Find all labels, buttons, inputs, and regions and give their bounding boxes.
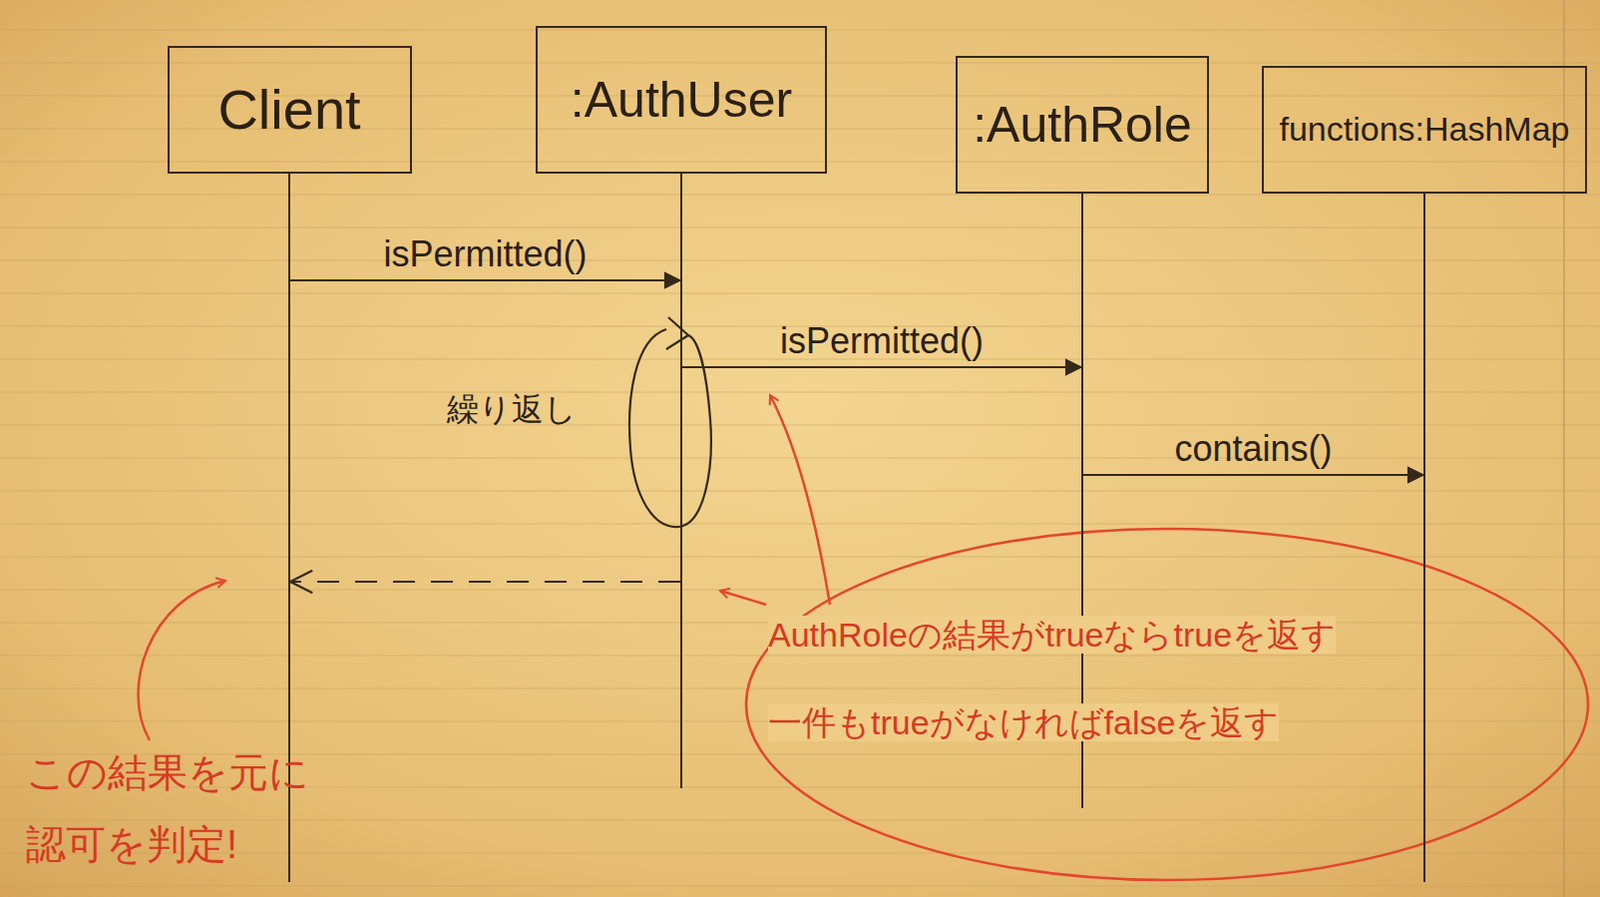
note-box: AuthRoleの結果がtrueならtrueを返す 一件もtrueがなければfa… — [768, 590, 1487, 767]
return-message — [290, 580, 681, 583]
lifeline-head-box: :AuthUser — [535, 25, 827, 174]
call-message — [1083, 473, 1424, 476]
loop-arrowhead — [666, 317, 689, 350]
message-label-box: contains() — [1174, 428, 1332, 469]
object-name: Client — [217, 78, 361, 141]
message-label-box: isPermitted() — [383, 234, 587, 275]
leader-arrow — [138, 580, 226, 741]
note-box: 繰り返し — [446, 389, 617, 429]
lifeline-head-box: Client — [167, 45, 412, 174]
leader-arrow — [720, 590, 767, 605]
annotation-note: この結果を元に 認可を判定! — [25, 750, 310, 866]
ruled-lines — [0, 29, 1600, 886]
lifeline-head-box: functions:HashMap — [1261, 65, 1587, 194]
message-label: isPermitted() — [383, 233, 587, 275]
object-name: :AuthUser — [570, 72, 793, 128]
lifeline-head-box: :AuthRole — [955, 55, 1209, 194]
message-label-box: isPermitted() — [780, 321, 984, 362]
leader-arrow — [770, 395, 830, 605]
annotation-note: AuthRoleの結果がtrueならtrueを返す 一件もtrueがなければfa… — [768, 615, 1336, 742]
lifeline — [1423, 193, 1426, 882]
message-label: isPermitted() — [780, 320, 984, 362]
loop-arc — [629, 329, 712, 527]
call-message — [682, 366, 1082, 369]
object-name: functions:HashMap — [1278, 110, 1570, 148]
message-label: contains() — [1174, 427, 1332, 469]
loop-label: 繰り返し — [446, 391, 577, 427]
call-message — [290, 279, 681, 282]
note-ellipse — [746, 528, 1589, 880]
note-box: この結果を元に 認可を判定! — [25, 736, 326, 880]
lifeline — [680, 173, 683, 789]
object-name: :AuthRole — [972, 97, 1193, 153]
